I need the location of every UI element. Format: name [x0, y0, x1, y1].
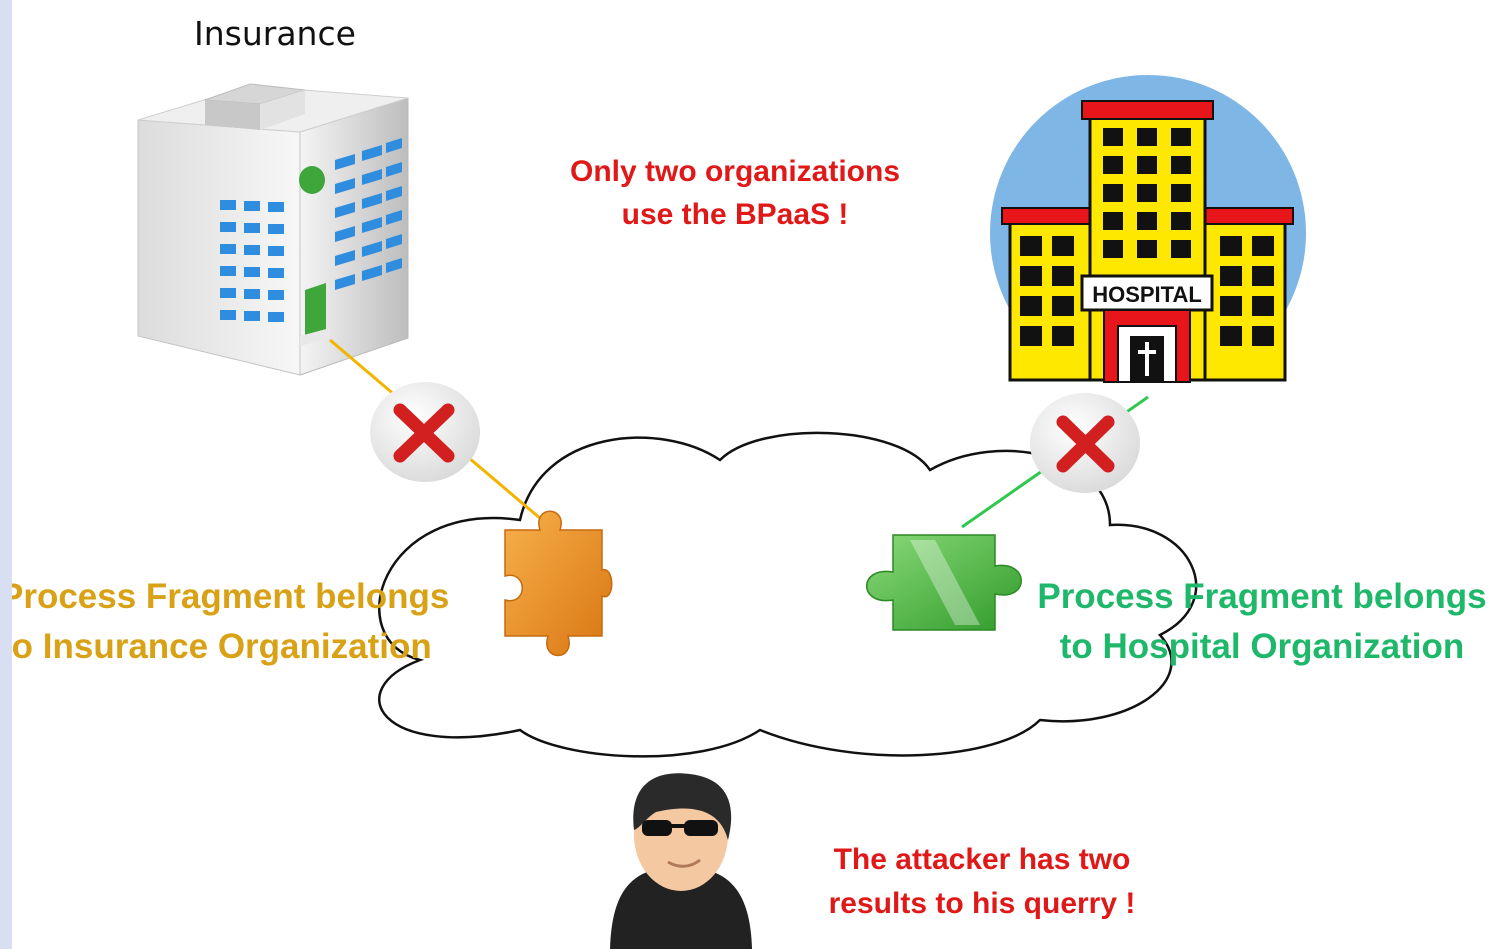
fragment-line: Process Fragment belongs [1037, 577, 1487, 616]
note-line: results to his querry ! [828, 887, 1136, 920]
blocked-cross-icon [370, 382, 480, 482]
hospital-sign-text: HOSPITAL [1092, 282, 1202, 307]
attacker-avatar-icon [610, 773, 752, 949]
fragment-line: to Hospital Organization [1059, 627, 1465, 666]
insurance-fragment-label: Process Fragment belongs to Insurance Or… [12, 572, 449, 672]
note-line: use the BPaaS ! [621, 198, 849, 231]
fragment-line: Process Fragment belongs [12, 577, 450, 616]
puzzle-piece-icon [504, 510, 613, 657]
hospital-fragment-label: Process Fragment belongs to Hospital Org… [1027, 572, 1493, 672]
shared-bpaas-note: Only two organizations use the BPaaS ! [525, 150, 945, 236]
insurance-label: Insurance [194, 14, 356, 53]
insurance-building-icon [137, 83, 409, 376]
hospital-building-icon: HOSPITAL [990, 75, 1306, 411]
cloud-icon [377, 431, 1198, 758]
note-line: The attacker has two [833, 843, 1131, 876]
attacker-note: The attacker has two results to his quer… [772, 838, 1192, 926]
note-line: Only two organizations [569, 155, 900, 188]
puzzle-piece-icon [866, 534, 1022, 631]
slide: HOSPITAL [12, 0, 1493, 949]
fragment-line: to Insurance Organization [12, 627, 432, 666]
blocked-cross-icon [1030, 393, 1140, 493]
diagram-canvas: HOSPITAL [137, 75, 1306, 949]
